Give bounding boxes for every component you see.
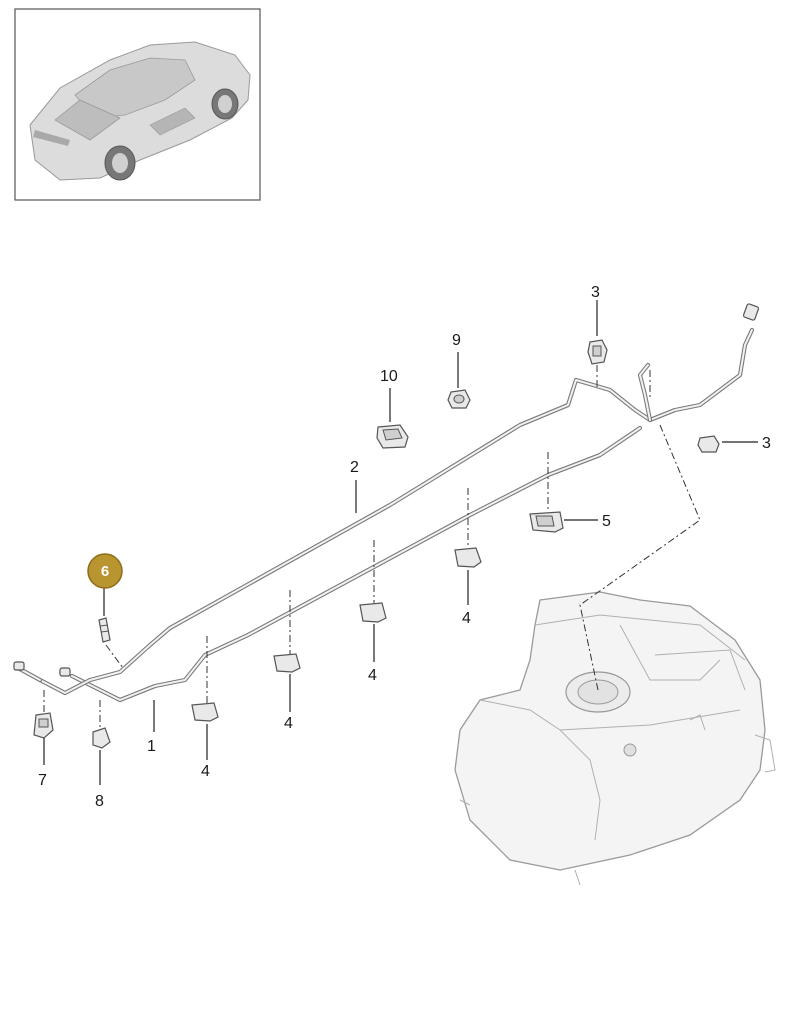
clip-part-3-right[interactable]	[697, 435, 720, 453]
clip-part-3-top[interactable]	[587, 339, 608, 365]
callout-7[interactable]: 7	[38, 772, 47, 789]
bracket-part-6[interactable]	[98, 617, 111, 643]
fuel-line-1[interactable]	[69, 425, 643, 703]
fuel-line-2-branch	[15, 362, 653, 683]
callout-10[interactable]: 10	[380, 368, 398, 385]
fuel-line-2[interactable]	[37, 327, 755, 696]
vehicle-thumbnail[interactable]	[14, 8, 261, 201]
callout-8[interactable]: 8	[95, 793, 104, 810]
clip-part-8[interactable]	[92, 727, 111, 749]
clip-part-10[interactable]	[376, 424, 409, 449]
clip-part-4-a[interactable]	[454, 547, 482, 568]
callout-9[interactable]: 9	[452, 332, 461, 349]
fuel-tank-icon	[454, 591, 776, 886]
clip-part-5[interactable]	[529, 511, 564, 533]
leader-lines	[43, 300, 758, 785]
clip-part-4-d[interactable]	[191, 702, 219, 722]
callout-6-highlighted[interactable]: 6	[87, 553, 123, 589]
callout-4-b[interactable]: 4	[368, 667, 377, 684]
callout-4-c[interactable]: 4	[284, 715, 293, 732]
assembly-lines	[43, 365, 701, 728]
callout-4-a[interactable]: 4	[462, 610, 471, 627]
callout-3-top[interactable]: 3	[591, 284, 600, 301]
pipe-connectors	[13, 303, 760, 677]
sports-car-icon	[29, 41, 251, 181]
clip-part-4-b[interactable]	[359, 602, 387, 623]
callout-3-right[interactable]: 3	[762, 435, 771, 452]
callout-2[interactable]: 2	[350, 459, 359, 476]
clip-part-4-c[interactable]	[273, 653, 301, 673]
holder-part-7[interactable]	[33, 712, 54, 739]
callout-6-label: 6	[101, 563, 109, 580]
callout-4-d[interactable]: 4	[201, 763, 210, 780]
callout-1[interactable]: 1	[147, 738, 156, 755]
callout-5[interactable]: 5	[602, 513, 611, 530]
grommet-part-9[interactable]	[447, 389, 471, 409]
